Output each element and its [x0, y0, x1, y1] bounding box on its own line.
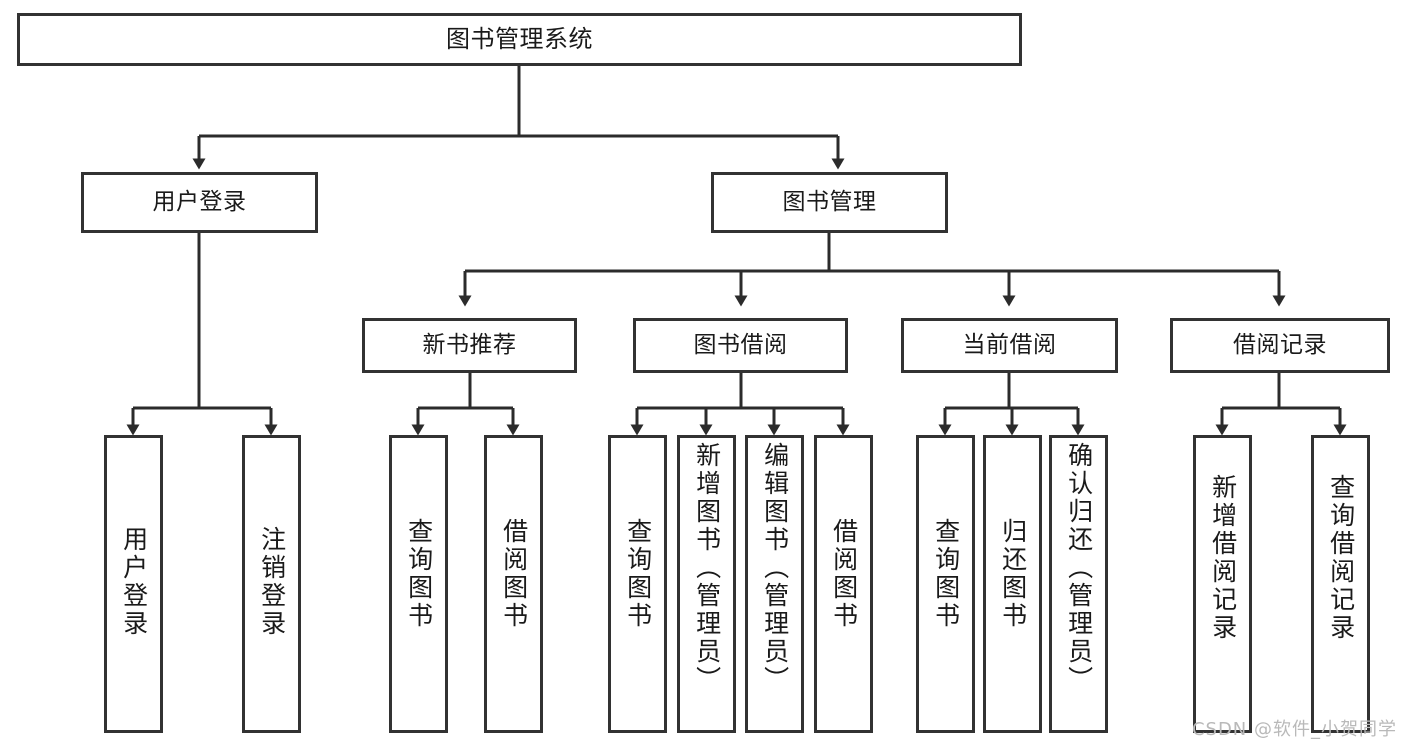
leaf-query-book-3[interactable]: 查询图书: [916, 435, 975, 733]
node-label: 新增借阅记录: [1208, 474, 1238, 642]
leaf-logout-login[interactable]: 注销登录: [242, 435, 301, 733]
leaf-return-book[interactable]: 归还图书: [983, 435, 1042, 733]
node-borrow-record[interactable]: 借阅记录: [1170, 318, 1390, 373]
leaf-query-book-2[interactable]: 查询图书: [608, 435, 667, 733]
csdn-watermark: CSDN @软件_小贺同学: [1191, 719, 1397, 740]
node-label: 图书借阅: [693, 331, 788, 358]
node-book-manage[interactable]: 图书管理: [711, 172, 948, 233]
node-label: 图书管理: [782, 188, 877, 215]
leaf-edit-book[interactable]: 编辑图书（管理员）: [745, 435, 804, 733]
node-label: 用户登录: [152, 188, 247, 215]
node-label: 查询借阅记录: [1326, 474, 1356, 642]
leaf-confirm-return[interactable]: 确认归还（管理员）: [1049, 435, 1108, 733]
node-root-system[interactable]: 图书管理系统: [17, 13, 1022, 66]
node-label: 图书管理系统: [446, 25, 593, 54]
leaf-add-borrow-record[interactable]: 新增借阅记录: [1193, 435, 1252, 733]
node-label: 查询图书: [931, 518, 961, 630]
node-label: 归还图书: [998, 518, 1028, 630]
node-label: 确认归还（管理员）: [1064, 442, 1094, 694]
node-label: 注销登录: [257, 526, 287, 638]
node-label: 新书推荐: [422, 331, 517, 358]
node-current-borrow[interactable]: 当前借阅: [901, 318, 1118, 373]
leaf-query-book-1[interactable]: 查询图书: [389, 435, 448, 733]
node-label: 借阅图书: [499, 518, 529, 630]
leaf-query-borrow-record[interactable]: 查询借阅记录: [1311, 435, 1370, 733]
node-label: 编辑图书（管理员）: [760, 442, 790, 694]
node-new-book-recommend[interactable]: 新书推荐: [362, 318, 577, 373]
leaf-add-book[interactable]: 新增图书（管理员）: [677, 435, 736, 733]
node-label: 查询图书: [404, 518, 434, 630]
node-label: 借阅图书: [829, 518, 859, 630]
node-label: 借阅记录: [1233, 331, 1327, 358]
node-label: 新增图书（管理员）: [692, 442, 722, 694]
leaf-borrow-book-1[interactable]: 借阅图书: [484, 435, 543, 733]
node-label: 查询图书: [623, 518, 653, 630]
node-label: 用户登录: [119, 526, 149, 638]
node-user-login[interactable]: 用户登录: [81, 172, 318, 233]
leaf-user-login[interactable]: 用户登录: [104, 435, 163, 733]
node-label: 当前借阅: [962, 331, 1057, 358]
node-book-borrow[interactable]: 图书借阅: [633, 318, 848, 373]
leaf-borrow-book-2[interactable]: 借阅图书: [814, 435, 873, 733]
